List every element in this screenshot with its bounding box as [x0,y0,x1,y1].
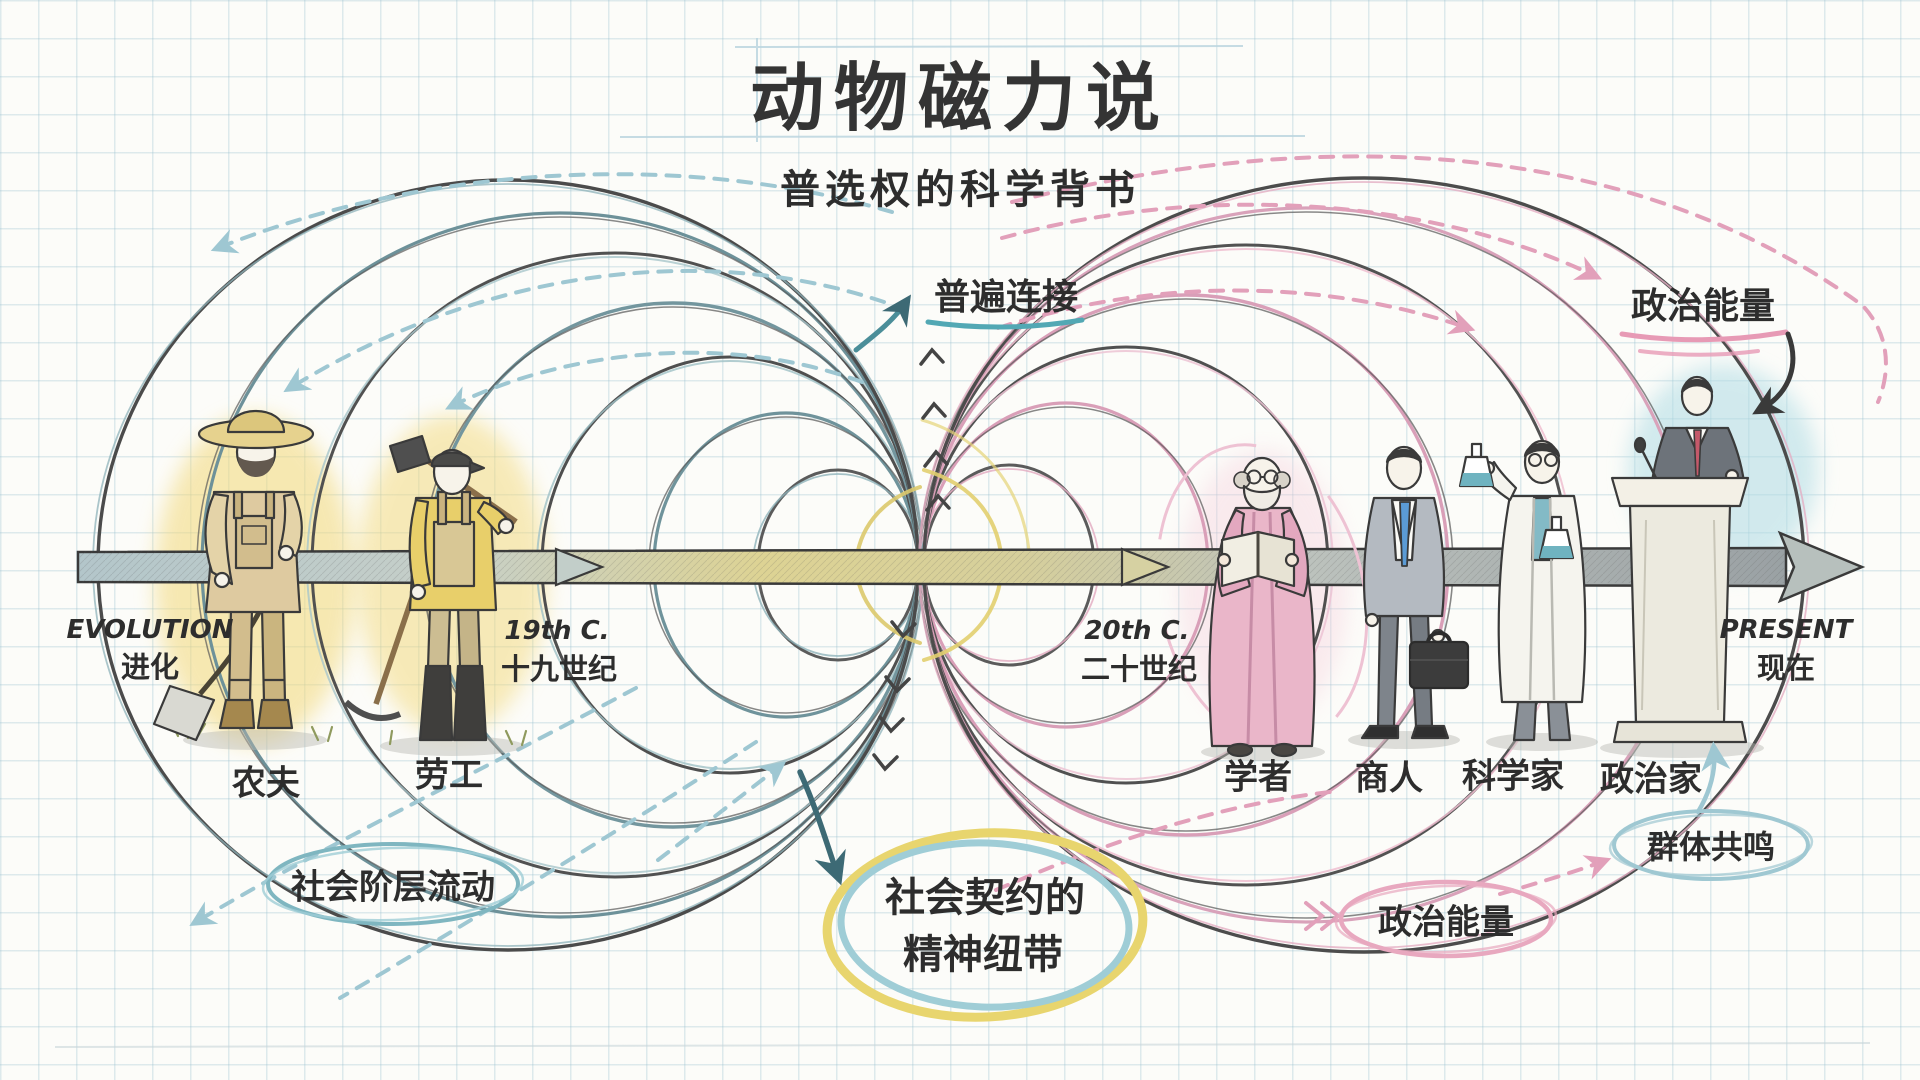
figure-label-farmer: 农夫 [232,763,300,804]
callout-social-mobility: 社会阶层流动 [291,867,495,908]
annotation-marks [797,294,1796,886]
annotation-political-energy-top: 政治能量 [1630,286,1776,327]
figure-scholar [1155,443,1369,758]
timeline-19c-en: 19th C. [504,616,610,646]
figure-farmer [152,410,315,742]
page-title: 动物磁力说 [750,55,1170,142]
callout-ovals [261,809,1814,1022]
annotation-universal-connection: 普遍连接 [933,277,1079,318]
figure-label-politician: 政治家 [1600,759,1702,800]
callout-social-contract-line2: 精神纽带 [903,932,1063,978]
timeline-20c-en: 20th C. [1084,616,1190,646]
dashed-arcs-right [994,154,1888,896]
dashed-arcs-left [189,172,894,1000]
title-rules [619,38,1306,142]
timeline-evolution-zh: 进化 [120,650,180,684]
end-arrowhead [1777,530,1866,604]
figure-label-scientist: 科学家 [1462,756,1564,797]
timeline-19c-zh: 十九世纪 [500,652,618,686]
callout-political-energy-bottom: 政治能量 [1378,902,1514,943]
figure-merchant [1360,445,1470,740]
pink-chevrons [1304,901,1342,931]
mid-arrowhead-19c [554,547,606,587]
timeline-20c-zh: 二十世纪 [1080,652,1198,686]
callout-social-contract-line1: 社会契约的 [885,875,1085,921]
figure-label-scholar: 学者 [1224,757,1292,798]
figure-label-merchant: 商人 [1355,758,1423,799]
figure-laborer [343,434,518,742]
page-subtitle: 普选权的科学背书 [780,167,1140,213]
timeline-present-zh: 现在 [1756,651,1816,685]
mid-arrowhead-20c [1120,547,1172,587]
figure-label-laborer: 劳工 [415,755,483,796]
timeline-evolution-en: EVOLUTION [66,615,234,645]
callout-group-resonance: 群体共鸣 [1646,828,1776,866]
center-flow-chevrons [872,347,951,772]
bottom-rule [54,1042,1871,1048]
timeline-present-en: PRESENT [1719,615,1853,645]
figure-scientist [1458,439,1587,742]
figure-politician [1610,375,1750,744]
